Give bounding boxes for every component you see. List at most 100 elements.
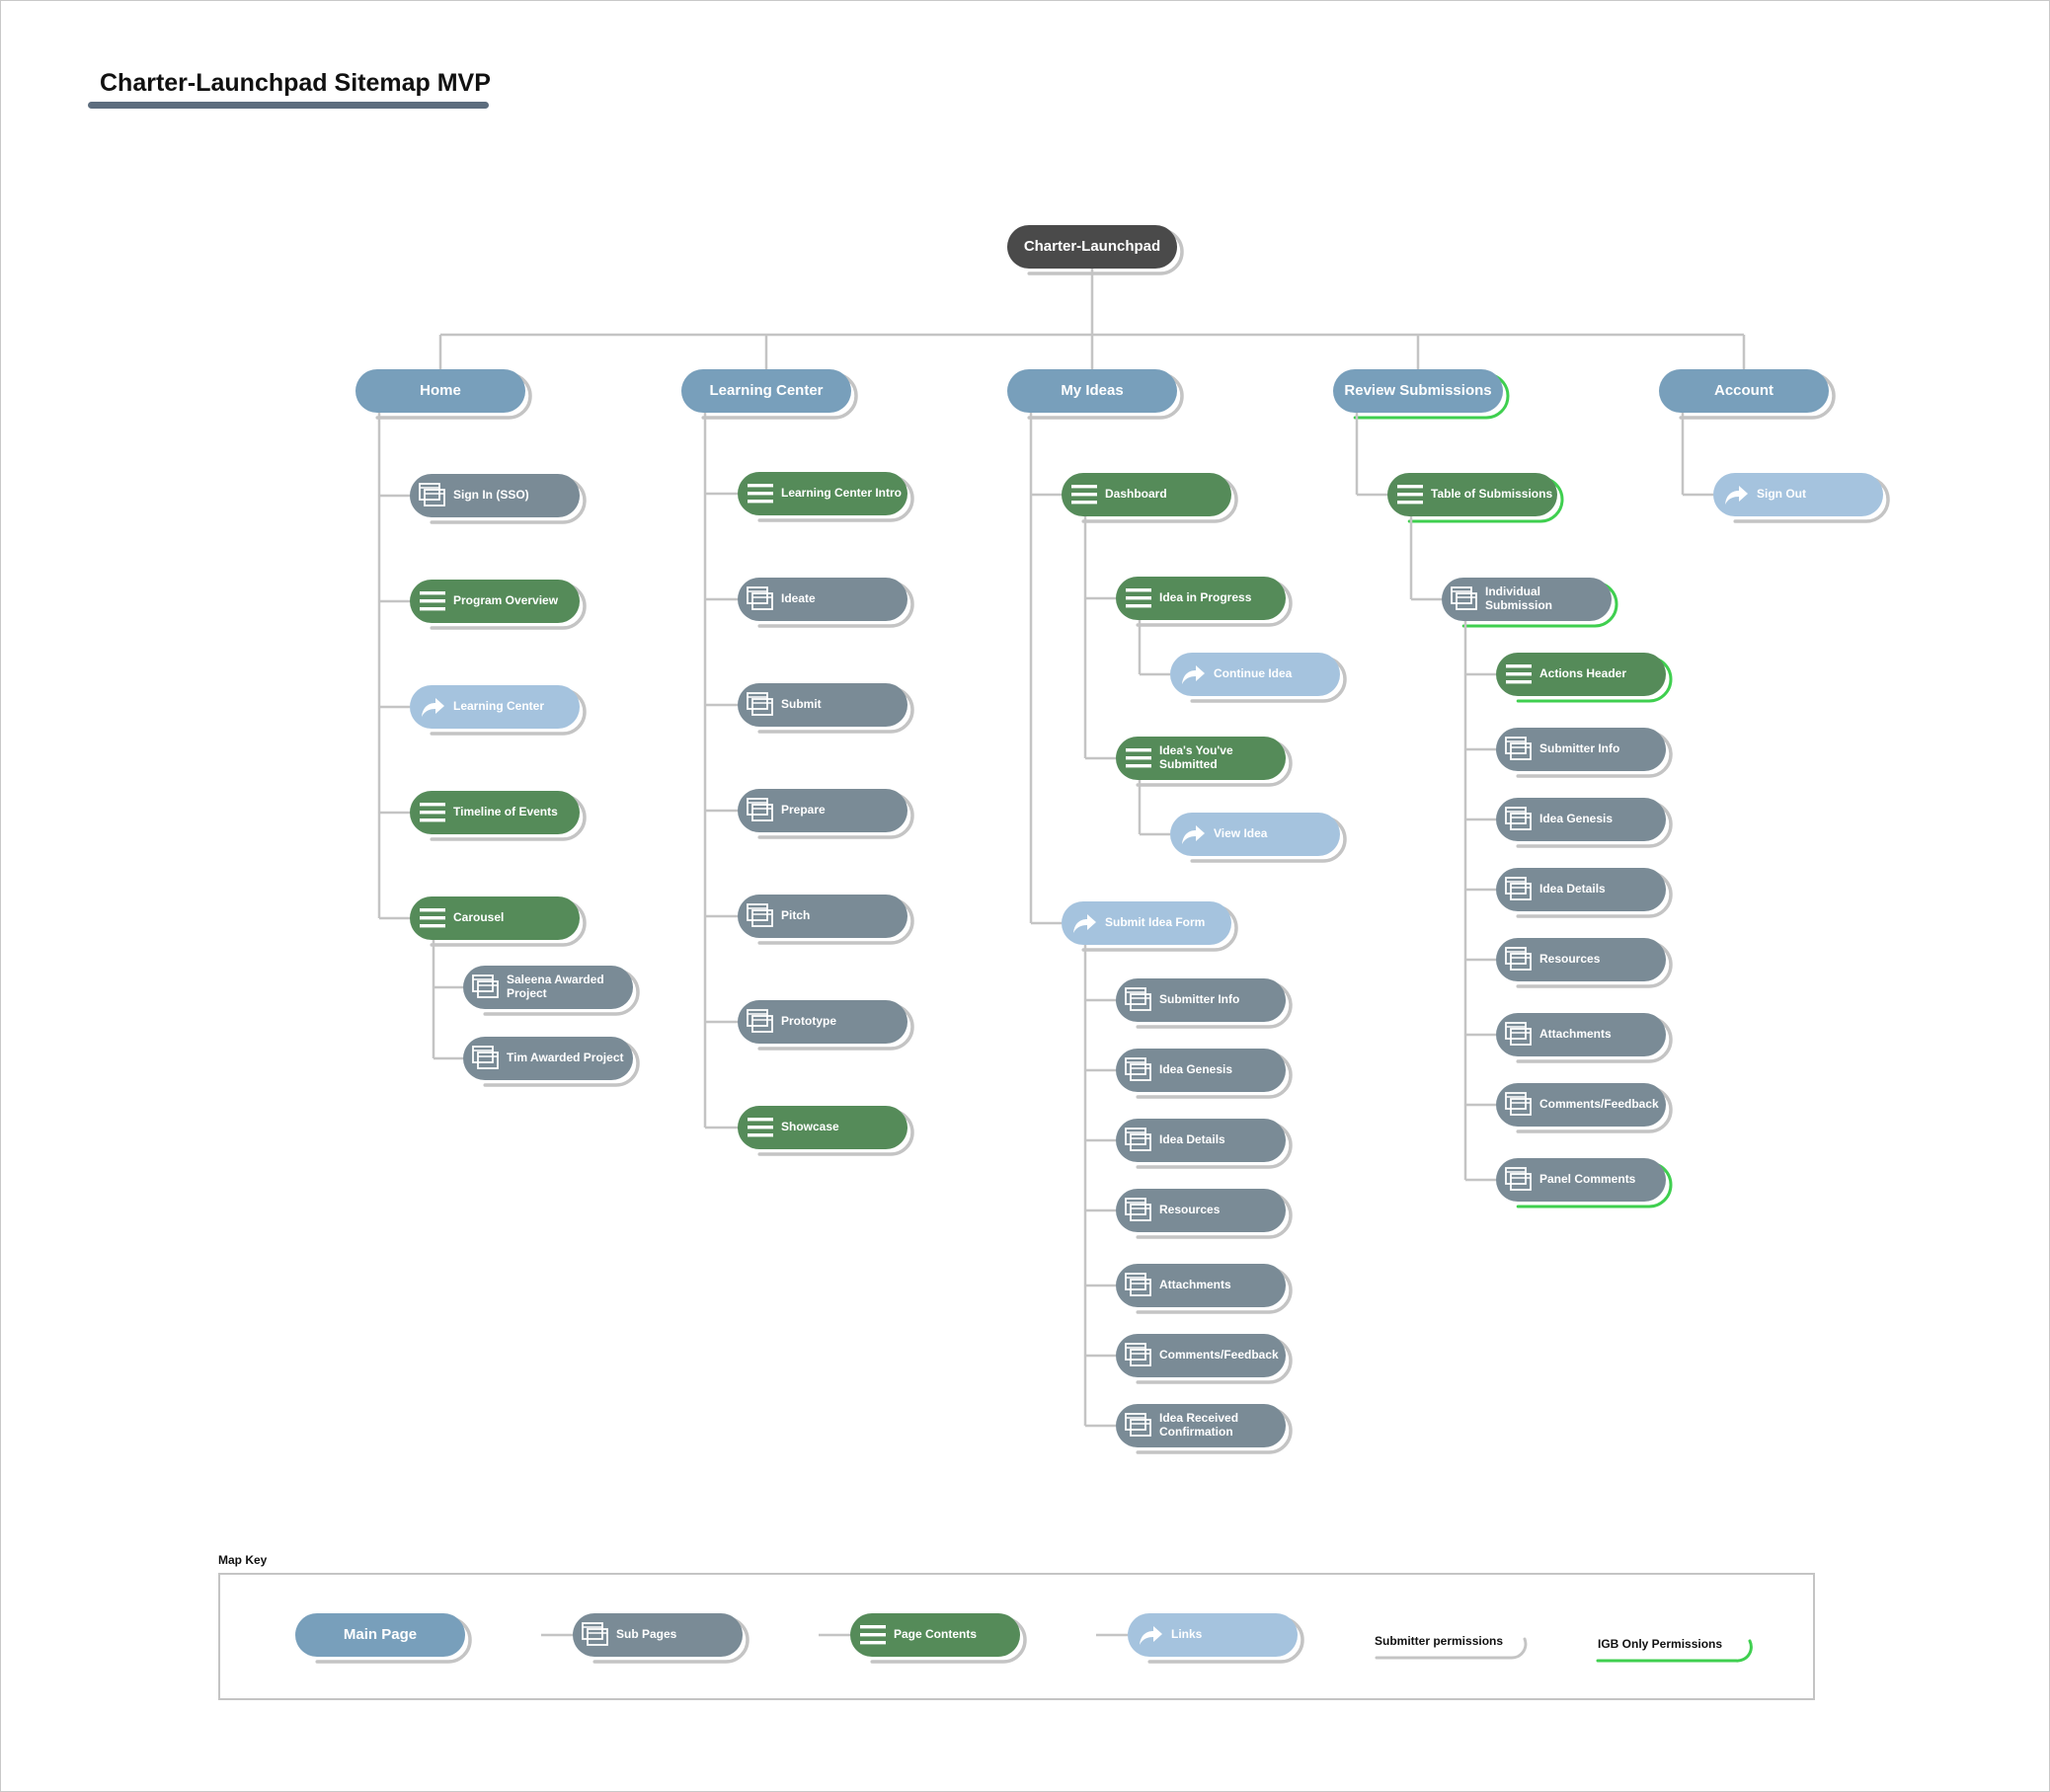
- pages-icon: [747, 798, 774, 823]
- node-account[interactable]: Account: [1659, 369, 1829, 413]
- content-lines-icon: [1505, 662, 1533, 687]
- node-rs-resources[interactable]: Resources: [1496, 938, 1666, 981]
- node-label: Dashboard: [1105, 487, 1167, 502]
- node-label: Idea in Progress: [1159, 590, 1252, 605]
- node-home-saleena-project[interactable]: Saleena Awarded Project: [463, 966, 633, 1009]
- node-label: Learning Center Intro: [781, 486, 903, 501]
- node-lc-prototype[interactable]: Prototype: [738, 1000, 907, 1044]
- pages-icon: [1505, 877, 1533, 902]
- node-rs-comments[interactable]: Comments/Feedback: [1496, 1083, 1666, 1127]
- pages-icon: [582, 1622, 609, 1648]
- node-mi-continue-idea[interactable]: Continue Idea: [1170, 653, 1340, 696]
- node-label: Comments/Feedback: [1159, 1348, 1279, 1363]
- pages-icon: [747, 1009, 774, 1035]
- node-label: Ideate: [781, 591, 816, 606]
- content-lines-icon: [419, 588, 446, 614]
- pages-icon: [1125, 1198, 1152, 1223]
- node-my-ideas[interactable]: My Ideas: [1007, 369, 1177, 413]
- node-mi-form-attachments[interactable]: Attachments: [1116, 1264, 1286, 1307]
- node-label: Panel Comments: [1539, 1172, 1636, 1187]
- node-label: Resources: [1539, 952, 1601, 967]
- node-label: Continue Idea: [1214, 666, 1293, 681]
- node-label: Program Overview: [453, 593, 559, 608]
- node-label: Individual Submission: [1485, 584, 1553, 612]
- node-mi-idea-in-progress[interactable]: Idea in Progress: [1116, 577, 1286, 620]
- content-lines-icon: [1070, 482, 1098, 507]
- node-account-sign-out[interactable]: Sign Out: [1713, 473, 1883, 516]
- node-home-sign-in[interactable]: Sign In (SSO): [410, 474, 580, 517]
- pages-icon: [472, 974, 500, 1000]
- key-page-contents: Page Contents: [850, 1613, 1020, 1657]
- pages-icon: [419, 483, 446, 508]
- node-label: Sub Pages: [616, 1627, 677, 1642]
- node-root[interactable]: Charter-Launchpad: [1007, 225, 1177, 269]
- key-igb-permissions: IGB Only Permissions: [1598, 1637, 1723, 1651]
- pages-icon: [1505, 1022, 1533, 1048]
- node-lc-showcase[interactable]: Showcase: [738, 1106, 907, 1149]
- node-home-tim-project[interactable]: Tim Awarded Project: [463, 1037, 633, 1080]
- node-label: Saleena Awarded Project: [507, 973, 604, 1000]
- map-key-label: Map Key: [218, 1553, 268, 1567]
- node-lc-prepare[interactable]: Prepare: [738, 789, 907, 832]
- node-rs-individual[interactable]: Individual Submission: [1442, 578, 1612, 621]
- node-home-timeline[interactable]: Timeline of Events: [410, 791, 580, 834]
- node-label: Sign Out: [1757, 487, 1806, 502]
- node-mi-dashboard[interactable]: Dashboard: [1062, 473, 1231, 516]
- node-rs-attachments[interactable]: Attachments: [1496, 1013, 1666, 1056]
- pages-icon: [1505, 1167, 1533, 1193]
- content-lines-icon: [1396, 482, 1424, 507]
- pages-icon: [747, 692, 774, 718]
- node-mi-form-submitter-info[interactable]: Submitter Info: [1116, 978, 1286, 1022]
- node-lc-pitch[interactable]: Pitch: [738, 895, 907, 938]
- node-mi-submit-idea-form[interactable]: Submit Idea Form: [1062, 901, 1231, 945]
- node-mi-form-comments[interactable]: Comments/Feedback: [1116, 1334, 1286, 1377]
- node-lc-intro[interactable]: Learning Center Intro: [738, 472, 907, 515]
- pages-icon: [1505, 737, 1533, 762]
- node-rs-table[interactable]: Table of Submissions: [1387, 473, 1557, 516]
- node-mi-form-idea-details[interactable]: Idea Details: [1116, 1119, 1286, 1162]
- node-rs-idea-genesis[interactable]: Idea Genesis: [1496, 798, 1666, 841]
- share-arrow-icon: [1179, 662, 1207, 687]
- key-submitter-permissions: Submitter permissions: [1375, 1634, 1504, 1648]
- node-mi-form-resources[interactable]: Resources: [1116, 1189, 1286, 1232]
- node-learning-center[interactable]: Learning Center: [681, 369, 851, 413]
- pages-icon: [1505, 807, 1533, 832]
- node-label: Learning Center: [453, 699, 545, 714]
- node-mi-form-idea-genesis[interactable]: Idea Genesis: [1116, 1049, 1286, 1092]
- node-mi-ideas-submitted[interactable]: Idea's You've Submitted: [1116, 737, 1286, 780]
- pages-icon: [1125, 1057, 1152, 1083]
- pages-icon: [1505, 1092, 1533, 1118]
- share-arrow-icon: [419, 694, 446, 720]
- node-label: Page Contents: [894, 1627, 978, 1642]
- node-label: Attachments: [1159, 1278, 1231, 1292]
- node-label: Pitch: [781, 908, 811, 923]
- node-rs-panel-comments[interactable]: Panel Comments: [1496, 1158, 1666, 1202]
- node-rs-idea-details[interactable]: Idea Details: [1496, 868, 1666, 911]
- content-lines-icon: [859, 1622, 887, 1648]
- node-label: Timeline of Events: [453, 805, 558, 819]
- node-label: Learning Center: [709, 382, 824, 400]
- node-home-carousel[interactable]: Carousel: [410, 896, 580, 940]
- share-arrow-icon: [1722, 482, 1750, 507]
- node-label: Idea Genesis: [1539, 812, 1614, 826]
- page-title: Charter-Launchpad Sitemap MVP: [100, 69, 491, 97]
- node-rs-actions-header[interactable]: Actions Header: [1496, 653, 1666, 696]
- node-lc-submit[interactable]: Submit: [738, 683, 907, 727]
- node-label: Idea Details: [1539, 882, 1606, 896]
- node-review-submissions[interactable]: Review Submissions: [1333, 369, 1503, 413]
- pages-icon: [1451, 586, 1478, 612]
- node-mi-form-confirmation[interactable]: Idea Received Confirmation: [1116, 1404, 1286, 1447]
- node-home[interactable]: Home: [355, 369, 525, 413]
- node-mi-view-idea[interactable]: View Idea: [1170, 813, 1340, 856]
- share-arrow-icon: [1070, 910, 1098, 936]
- node-label: Submit: [781, 697, 822, 712]
- map-key-box: [218, 1573, 1815, 1700]
- node-home-learning-center-link[interactable]: Learning Center: [410, 685, 580, 729]
- node-label: Account: [1714, 382, 1774, 400]
- node-label: Idea Received Confirmation: [1159, 1411, 1239, 1439]
- node-lc-ideate[interactable]: Ideate: [738, 578, 907, 621]
- pages-icon: [1125, 1273, 1152, 1298]
- node-label: Idea Genesis: [1159, 1062, 1233, 1077]
- node-home-program-overview[interactable]: Program Overview: [410, 580, 580, 623]
- node-rs-submitter-info[interactable]: Submitter Info: [1496, 728, 1666, 771]
